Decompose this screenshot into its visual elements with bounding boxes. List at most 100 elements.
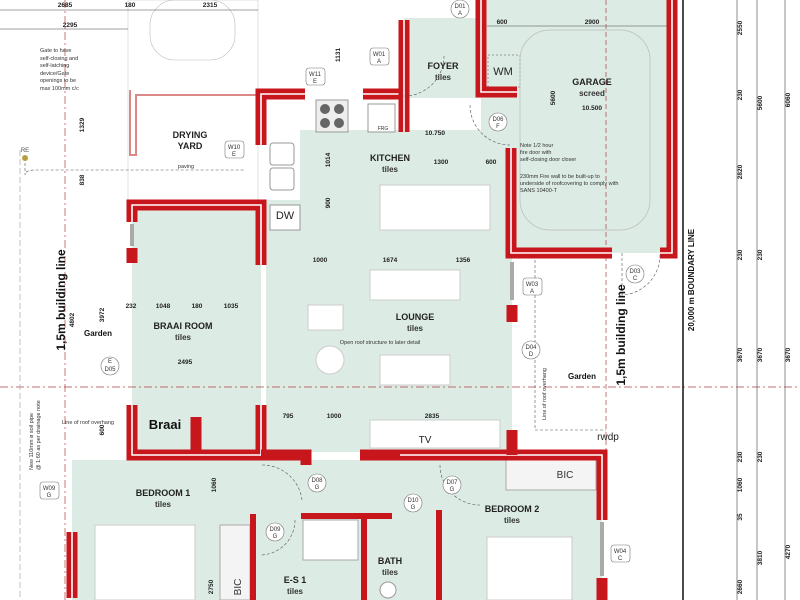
hob-icon [334, 118, 344, 128]
svg-text:E: E [108, 359, 112, 365]
foyer-label: FOYER [427, 61, 459, 71]
svg-text:W09: W09 [43, 486, 56, 492]
tv-label: TV [419, 435, 432, 446]
svg-text:D04: D04 [525, 345, 537, 351]
bath-label: BATH [378, 556, 402, 566]
re-marker-icon [22, 155, 28, 161]
door-swing-d09[interactable] [259, 519, 296, 556]
svg-text:1035: 1035 [224, 303, 239, 310]
garden-right-label: Garden [568, 372, 596, 381]
svg-text:E: E [313, 79, 317, 85]
svg-text:D10: D10 [407, 498, 419, 504]
stove [315, 99, 349, 133]
svg-text:795: 795 [283, 413, 294, 420]
svg-text:W03: W03 [526, 282, 539, 288]
svg-text:838: 838 [79, 174, 86, 185]
svg-text:2495: 2495 [178, 359, 193, 366]
foyer-floor [404, 18, 481, 98]
re-label: RE [21, 148, 29, 154]
yard-wall [129, 90, 258, 156]
building-line-right-label: 1,5m building line [614, 284, 628, 386]
svg-text:G: G [450, 487, 455, 493]
braai-room-label: BRAAI ROOM [154, 321, 213, 331]
svg-text:2900: 2900 [585, 19, 600, 26]
car-outline-garage [519, 29, 651, 231]
fire-wall-note: 230mm Fire wall to be built-up to unders… [520, 174, 618, 194]
toilet-icon [379, 581, 397, 599]
drain-line [24, 158, 245, 176]
svg-text:G: G [315, 485, 320, 491]
svg-text:1300: 1300 [434, 159, 449, 166]
svg-text:D: D [529, 352, 534, 358]
furniture [94, 29, 651, 600]
svg-text:2550: 2550 [737, 20, 744, 35]
svg-text:2295: 2295 [63, 22, 78, 29]
wm-label: WM [493, 66, 513, 78]
frg-label: FRG [378, 126, 389, 132]
svg-text:2660: 2660 [737, 579, 744, 594]
svg-text:2685: 2685 [58, 2, 73, 9]
side-table [315, 345, 345, 375]
drying-yard-label-2: YARD [178, 141, 203, 151]
tv-unit [369, 419, 501, 449]
shower [302, 519, 359, 561]
svg-text:232: 232 [126, 303, 137, 310]
garden-left-label: Garden [84, 329, 112, 338]
svg-text:D09: D09 [269, 527, 281, 533]
svg-text:D06: D06 [492, 117, 504, 123]
svg-text:230mm Fire wall to be built-up: 230mm Fire wall to be built-up to [520, 174, 600, 180]
svg-text:E: E [232, 152, 236, 158]
car-outline-yard [149, 0, 236, 61]
svg-text:230: 230 [737, 89, 744, 100]
door-swing-d08[interactable] [261, 464, 303, 501]
hob-icon [320, 104, 330, 114]
bedroom1-label: BEDROOM 1 [136, 488, 191, 498]
rwdp-label: rwdp [597, 432, 619, 443]
sofa [369, 269, 461, 301]
svg-text:180: 180 [192, 303, 203, 310]
dishwasher [269, 204, 301, 231]
svg-text:2835: 2835 [425, 413, 440, 420]
roof-overhang-note-left: Line of roof overhang [62, 420, 114, 426]
svg-text:3810: 3810 [757, 550, 764, 565]
svg-text:self-latching: self-latching [40, 63, 69, 69]
bath-finish: tiles [382, 568, 399, 577]
svg-text:900: 900 [325, 197, 332, 208]
door-swing-foyer[interactable] [403, 55, 445, 97]
svg-text:fire door with: fire door with [520, 150, 552, 156]
svg-text:2315: 2315 [203, 2, 218, 9]
svg-text:35: 35 [737, 513, 744, 521]
kitchen-label: KITCHEN [370, 153, 410, 163]
svg-text:1048: 1048 [156, 303, 171, 310]
svg-text:G: G [273, 534, 278, 540]
fridge [367, 103, 396, 133]
svg-text:3972: 3972 [99, 307, 106, 322]
door-swing-d06[interactable] [469, 104, 511, 146]
svg-text:D07: D07 [446, 480, 458, 486]
boundary-line-label: 20,000 m BOUNDARY LINE [687, 228, 696, 331]
svg-text:1014: 1014 [325, 152, 332, 167]
svg-text:D03: D03 [629, 269, 641, 275]
svg-text:self-closing and: self-closing and [40, 56, 78, 62]
garage-finish: screed [579, 89, 605, 98]
svg-text:W01: W01 [373, 52, 386, 58]
svg-text:C: C [618, 556, 623, 562]
svg-text:Note 1/2 hour: Note 1/2 hour [520, 143, 553, 149]
hob-icon [334, 104, 344, 114]
svg-text:230: 230 [757, 249, 764, 260]
dimensions: 2685 180 2315 2295 600 2900 1131 1329 83… [58, 2, 792, 594]
roof-overhang-note-right: Line of roof overhang [542, 368, 548, 420]
svg-text:W10: W10 [228, 145, 241, 151]
door-swing-d03[interactable] [621, 253, 661, 296]
svg-text:Gate to have: Gate to have [40, 48, 72, 54]
braai-room-finish: tiles [175, 333, 192, 342]
svg-text:max 100mm c/c: max 100mm c/c [40, 86, 79, 92]
svg-text:2750: 2750 [208, 579, 215, 594]
svg-text:3670: 3670 [737, 347, 744, 362]
sink-icon [269, 167, 295, 191]
